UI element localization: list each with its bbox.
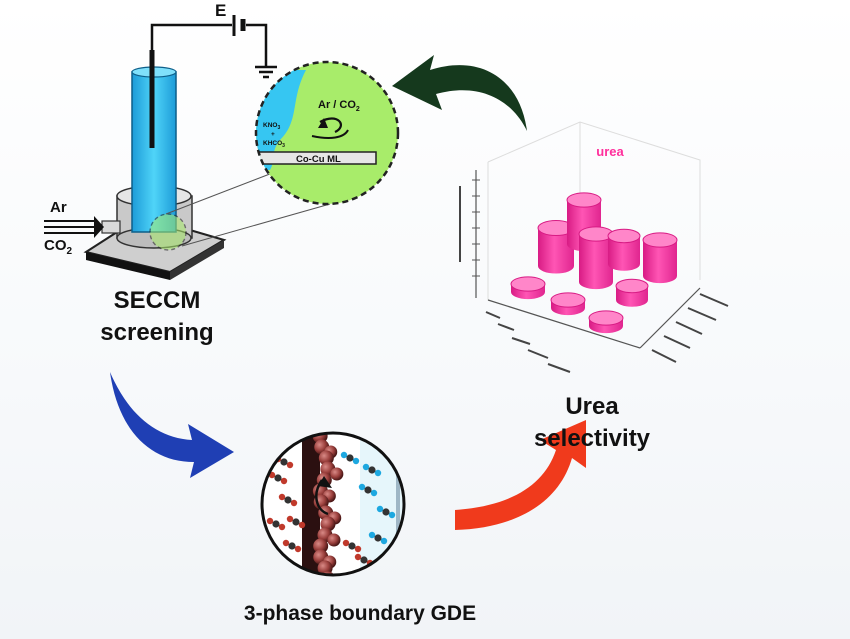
sample-stage-edge	[86, 252, 170, 280]
urea-cylinders	[510, 192, 678, 334]
gas-molecules	[266, 441, 396, 567]
gas-inlet	[101, 220, 121, 234]
molecule	[278, 493, 298, 507]
zoom-electrolyte-1: KNO3	[263, 122, 280, 131]
urea-cylinder	[578, 226, 614, 290]
urea-cylinder	[550, 292, 586, 316]
zoom-electrolyte-plus: +	[271, 131, 275, 138]
molecule	[266, 517, 286, 531]
molecule	[340, 451, 360, 465]
arrow-to-urea	[455, 420, 586, 530]
circuit-wire	[150, 23, 232, 50]
molecule	[342, 539, 362, 553]
urea-chart: urea Urea selectivity	[459, 121, 729, 452]
seccm-title: SECCM	[114, 287, 201, 314]
molecule	[362, 463, 382, 477]
urea-chart-label: urea	[596, 144, 624, 159]
zoom-gas-label: Ar / CO2	[318, 99, 360, 113]
voltage-label: E	[215, 1, 226, 20]
ground-icon	[255, 65, 277, 79]
urea-cylinder	[588, 310, 624, 334]
zoom-substrate-label: Co-Cu ML	[296, 154, 341, 165]
gas-label-ar: Ar	[50, 199, 67, 216]
urea-cylinder	[607, 228, 641, 271]
molecule	[376, 505, 396, 519]
arrow-to-seccm	[392, 55, 527, 131]
gde-illustration: 3-phase boundary GDE	[244, 431, 476, 625]
urea-cylinder	[510, 276, 546, 300]
urea-cylinder	[615, 278, 649, 307]
contact-spot	[149, 213, 187, 251]
molecule	[268, 471, 288, 485]
urea-title: Urea	[565, 393, 619, 420]
molecule	[286, 515, 306, 529]
molecule	[368, 531, 388, 545]
urea-subtitle: selectivity	[534, 425, 651, 452]
urea-cylinder	[642, 232, 678, 284]
gas-flow-arrows-icon	[44, 216, 104, 238]
zoom-inset: Ar / CO2 KNO3 + KHCO3 Co-Cu ML	[254, 60, 400, 206]
chart-axes	[475, 170, 701, 349]
axis-tick-labels	[459, 186, 729, 373]
arrow-to-gde	[110, 372, 234, 478]
seccm-setup: E Ar CO2 Ar / CO2 KNO3 + KHCO3	[44, 1, 400, 346]
gde-layer	[302, 433, 320, 575]
molecule	[358, 483, 378, 497]
gas-label-co2: CO2	[44, 237, 73, 257]
axis-ticks	[472, 179, 480, 277]
molecule	[282, 539, 302, 553]
gde-title: 3-phase boundary GDE	[244, 602, 476, 625]
zoom-electrolyte-2: KHCO3	[263, 140, 285, 149]
seccm-subtitle: screening	[100, 319, 213, 346]
